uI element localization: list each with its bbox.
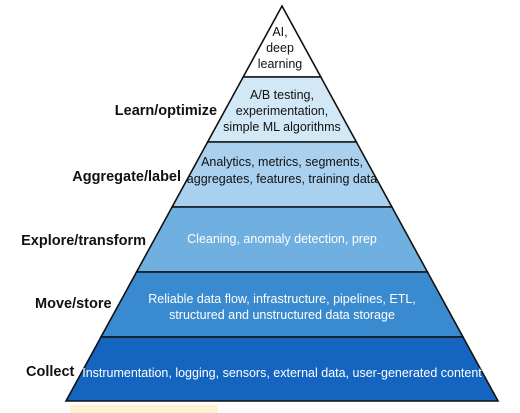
tier-text-line: learning [258,57,303,71]
tier-text-line: AI, [272,25,287,39]
tier-text-line: Instrumentation, logging, sensors, exter… [82,366,482,380]
tier-shape [64,336,500,402]
tier-side-label: Aggregate/label [72,169,181,185]
tier-text-line: deep [266,41,294,55]
pyramid-tier-5: Reliable data flow, infrastructure, pipe… [35,271,465,338]
tier-text-line: Cleaning, anomaly detection, prep [187,232,377,246]
pyramid-tier-2: A/B testing, experimentation, simple ML al… [115,76,358,143]
tier-text-line: simple ML algorithms [223,120,341,134]
tier-text-line: experimentation, [236,104,328,118]
tier-text-line: Analytics, metrics, segments, [201,155,363,169]
tier-text-line: aggregates, features, training data [187,172,377,186]
pyramid-tier-6: Instrumentation, logging, sensors, exter… [26,336,500,402]
tier-side-label: Collect [26,364,75,380]
tier-text-line: structured and unstructured data storage [169,308,395,322]
pyramid-tier-3: Analytics, metrics, segments, aggregates,… [72,141,394,208]
pyramid-tier-4: Cleaning, anomaly detection, prep Explore… [21,206,429,273]
highlight-bar [70,405,218,413]
tier-side-label: Explore/transform [21,233,146,249]
tier-side-label: Move/store [35,296,112,312]
tier-text-line: Reliable data flow, infrastructure, pipe… [148,292,416,306]
pyramid-tier-1: AI, deep learning [241,4,323,78]
tier-side-label: Learn/optimize [115,103,217,119]
tier-text-line: A/B testing, [250,88,314,102]
